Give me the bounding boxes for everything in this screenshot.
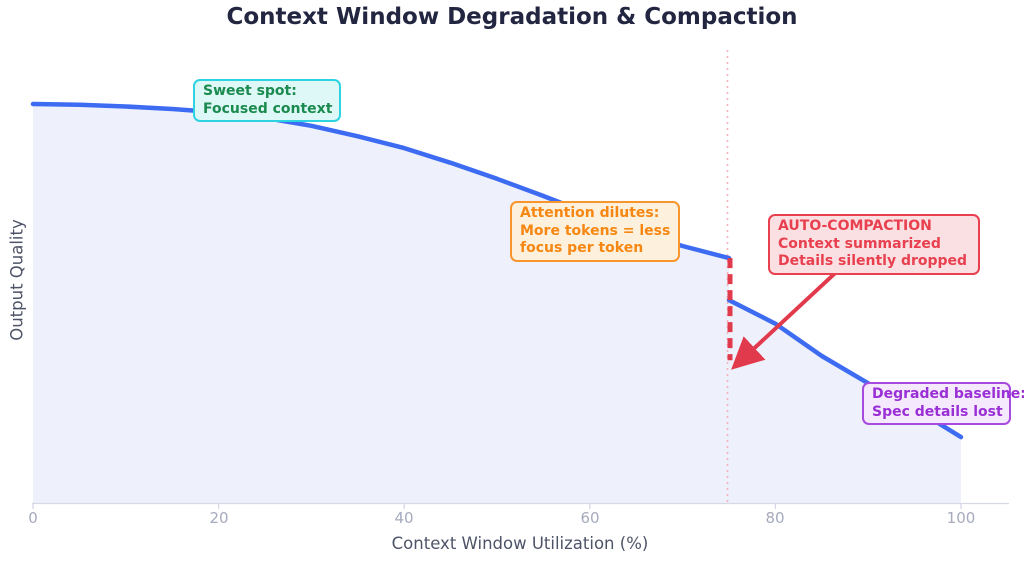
- x-tick-label: 60: [580, 509, 600, 527]
- annotation-arrow: [731, 264, 845, 370]
- x-tick-label: 40: [394, 509, 414, 527]
- x-tick-label: 100: [946, 509, 976, 527]
- area-fill: [33, 104, 961, 503]
- annotation-degraded-baseline: Degraded baseline: Spec details lost: [862, 382, 1024, 425]
- annotation-line: More tokens = less: [520, 222, 671, 239]
- x-tick-label: 20: [209, 509, 229, 527]
- x-tick-label: 0: [28, 509, 38, 527]
- annotation-line: Sweet spot:: [203, 83, 297, 99]
- annotation-line: Focused context: [203, 100, 333, 117]
- annotation-line: AUTO-COMPACTION: [778, 218, 932, 234]
- annotation-line: Attention dilutes:: [520, 205, 660, 221]
- annotation-sweet-spot: Sweet spot: Focused context: [193, 79, 341, 122]
- chart-title: Context Window Degradation & Compaction: [226, 4, 798, 30]
- annotation-line: Context summarized: [778, 235, 941, 252]
- x-tick-label: 80: [765, 509, 785, 527]
- annotation-line: Spec details lost: [872, 403, 1003, 420]
- y-axis-label: Output Quality: [7, 219, 27, 341]
- x-axis-ticks: [32, 503, 962, 509]
- annotation-auto-compaction: AUTO-COMPACTION Context summarized Detai…: [768, 214, 980, 275]
- x-axis-label: Context Window Utilization (%): [391, 534, 649, 553]
- annotation-line: Details silently dropped: [778, 253, 968, 269]
- annotation-line: Degraded baseline:: [872, 386, 1024, 402]
- annotation-line: focus per token: [520, 240, 644, 256]
- annotation-attention-dilutes: Attention dilutes: More tokens = less fo…: [510, 201, 680, 262]
